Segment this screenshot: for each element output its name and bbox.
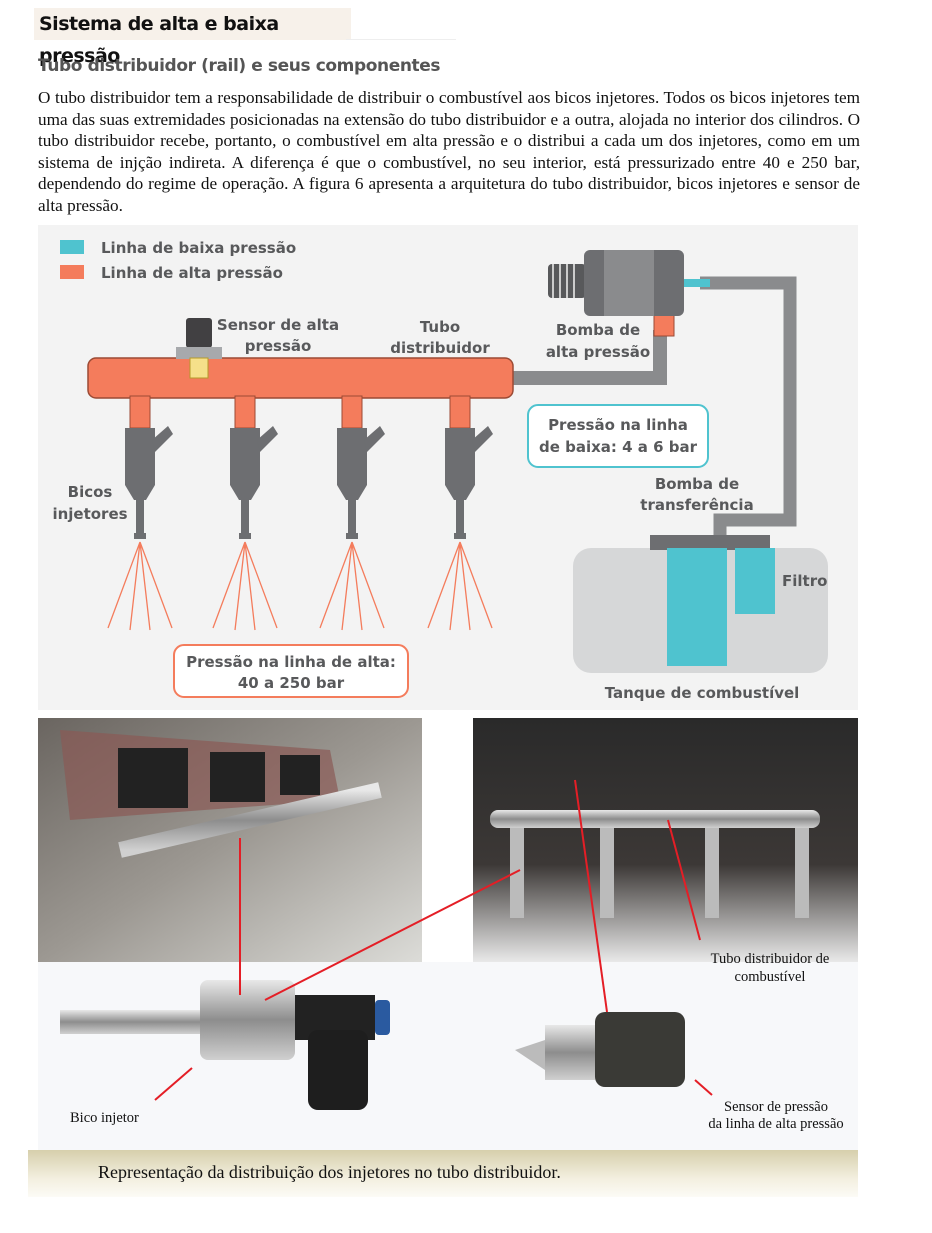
injector-icon: [427, 395, 493, 631]
body-paragraph: O tubo distribuidor tem a responsabilida…: [38, 88, 860, 215]
pressure-sensor-icon: [176, 318, 222, 379]
rail-label-1: Tubo: [420, 318, 460, 336]
injector-photo-label: Bico injetor: [70, 1110, 139, 1126]
heading-rule: [346, 39, 456, 40]
figure-caption-band: Representação da distribuição dos injeto…: [28, 1150, 858, 1197]
legend-high-swatch: [60, 265, 84, 279]
high-pump-label-2: alta pressão: [546, 343, 650, 361]
low-pressure-segment: [684, 279, 710, 287]
low-pressure-callout: [527, 404, 709, 468]
injector-photo: [60, 980, 390, 1110]
high-callout-line-2: 40 a 250 bar: [238, 674, 345, 692]
injector-icon: [212, 395, 278, 631]
transfer-pump-label-1: Bomba de: [655, 475, 739, 493]
sensor-photo: [515, 1012, 685, 1087]
high-pump-label-1: Bomba de: [556, 321, 640, 339]
tank-top-plate: [650, 535, 770, 550]
rail-photo-label-1: Tubo distribuidor de: [711, 951, 830, 967]
low-callout-line-1: Pressão na linha: [548, 416, 688, 434]
photo-fuel-rail-engine: [473, 718, 858, 962]
low-pressure-pipe: [700, 276, 797, 540]
legend-high-label: Linha de alta pressão: [101, 264, 283, 282]
filter-label: Filtro: [782, 572, 827, 590]
figure-caption: Representação da distribuição dos injeto…: [98, 1162, 561, 1182]
pointer-arrows: [154, 779, 713, 1101]
high-pressure-pump-icon: [548, 250, 684, 316]
high-pressure-pipe: [505, 330, 667, 385]
high-callout-line-1: Pressão na linha de alta:: [186, 653, 396, 671]
legend-low-label: Linha de baixa pressão: [101, 239, 296, 257]
injectors-label-1: Bicos: [68, 483, 113, 501]
tank-label: Tanque de combustível: [605, 684, 800, 702]
legend-low-swatch: [60, 240, 84, 254]
injector-icon: [107, 395, 173, 631]
photo-intake-manifold: [38, 718, 422, 962]
transfer-pump-icon: [667, 548, 727, 666]
subsection-heading: Tubo distribuidor (rail) e seus componen…: [38, 56, 441, 76]
filter-icon: [735, 548, 775, 614]
sensor-label-2: pressão: [245, 337, 312, 355]
sensor-photo-label-2: da linha de alta pressão: [708, 1116, 843, 1132]
sensor-label-1: Sensor de alta: [217, 316, 339, 334]
transfer-pump-label-2: transferência: [640, 496, 753, 514]
photo-area-background: [38, 962, 858, 1150]
sensor-photo-label-1: Sensor de pressão: [724, 1099, 828, 1115]
fuel-rail: [87, 357, 514, 399]
injectors-label-2: injetores: [52, 505, 127, 523]
low-callout-line-2: de baixa: 4 a 6 bar: [539, 438, 698, 456]
high-pressure-connector: [653, 313, 675, 337]
rail-label-2: distribuidor: [390, 339, 490, 357]
high-pressure-callout: [173, 644, 409, 698]
injector-icon: [319, 395, 385, 631]
rail-photo-label-2: combustível: [735, 969, 806, 985]
section-heading: Sistema de alta e baixa pressão: [34, 8, 351, 67]
